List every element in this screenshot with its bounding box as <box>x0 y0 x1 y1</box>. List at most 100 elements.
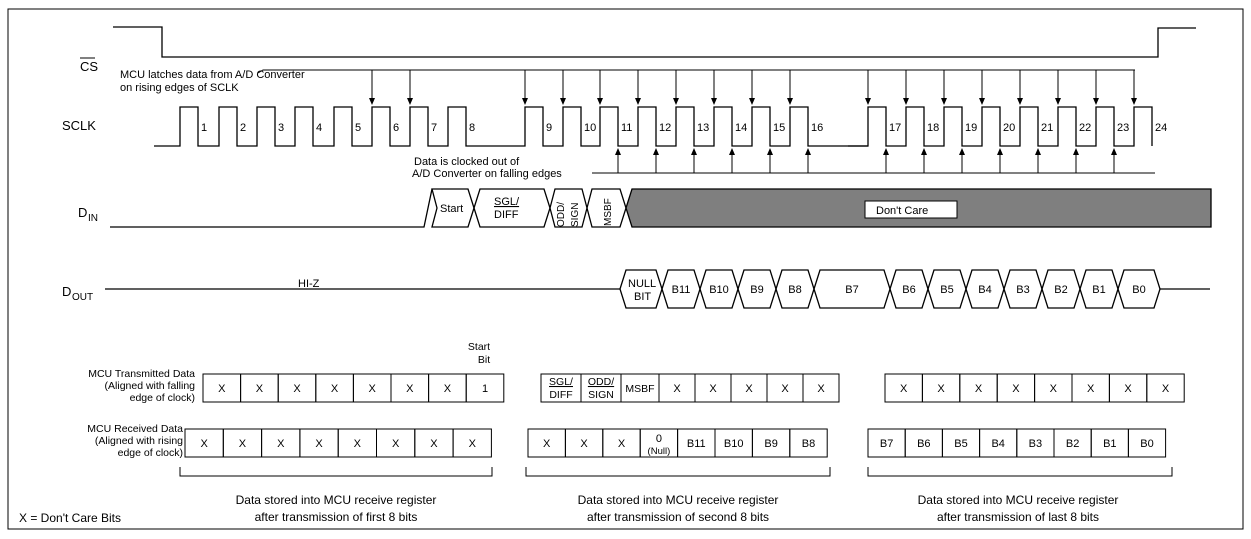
falling-arrow-head <box>691 148 697 155</box>
tx-byte3-cell-value: X <box>1050 383 1058 395</box>
clock-number: 14 <box>735 122 747 134</box>
rx-byte2-cell-value: B8 <box>802 438 815 450</box>
latch-arrow-head <box>711 98 717 105</box>
falling-arrow-head <box>921 148 927 155</box>
tx-byte3-cell-value: X <box>1124 383 1132 395</box>
cs-waveform <box>113 26 1196 58</box>
bracket-last-byte <box>867 467 1173 477</box>
rx-byte2-cell-value: B11 <box>687 438 706 450</box>
mcu-tx-label-2: (Aligned with falling <box>105 380 196 392</box>
rx-byte1-cell-value: X <box>354 438 362 450</box>
clock-number: 11 <box>621 122 632 134</box>
rx-byte3-cell-value: B2 <box>1066 438 1079 450</box>
falling-arrows <box>615 148 1117 173</box>
dout-bit-label: B3 <box>1016 284 1029 296</box>
falling-arrow-head <box>959 148 965 155</box>
dout-bit-label: B8 <box>788 284 801 296</box>
clock-number: 21 <box>1041 122 1053 134</box>
mcu-tx-label-1: MCU Transmitted Data <box>88 368 195 380</box>
tx-byte2-cell-value: X <box>673 383 681 395</box>
rx-byte1-cell-value: X <box>315 438 323 450</box>
tx-byte2-odd-top: ODD/ <box>588 376 614 388</box>
din-label: D <box>78 205 87 220</box>
latch-arrow-head <box>865 98 871 105</box>
falling-arrow-head <box>805 148 811 155</box>
clock-number: 13 <box>697 122 709 134</box>
dout-bit-label: B10 <box>709 284 729 296</box>
tx-byte1-cell-value: 1 <box>482 383 488 395</box>
tx-byte1-cell-value: X <box>293 383 301 395</box>
rx-byte2-cell-value: B9 <box>764 438 777 450</box>
clock-number: 8 <box>469 122 475 134</box>
clock-number: 22 <box>1079 122 1091 134</box>
latch-arrow-head <box>522 98 528 105</box>
rx-byte3-cell-value: B6 <box>917 438 930 450</box>
latch-arrow-head <box>903 98 909 105</box>
latch-arrow-head <box>597 98 603 105</box>
tx-byte1-cell-value: X <box>256 383 264 395</box>
latch-arrow-head <box>979 98 985 105</box>
start-bit-label-1: Start <box>468 341 490 353</box>
falling-arrow-head <box>767 148 773 155</box>
rx-byte2-cell <box>789 428 828 458</box>
clockout-annotation-line2: A/D Converter on falling edges <box>412 168 562 180</box>
dout-bit-label: B2 <box>1054 284 1067 296</box>
falling-arrow-head <box>1073 148 1079 155</box>
tx-byte1-cell-value: X <box>444 383 452 395</box>
tx-byte1-cell <box>465 373 505 403</box>
din-sgl-bottom: DIFF <box>494 209 519 221</box>
din-sign-label: SIGN <box>570 203 581 227</box>
dout-bit-label: B5 <box>940 284 953 296</box>
dout-bit-label: B1 <box>1092 284 1105 296</box>
bracket-first-byte <box>179 467 493 477</box>
dout-null-bottom: BIT <box>634 291 651 303</box>
tx-byte2-sgl-bottom: DIFF <box>549 389 572 401</box>
rx-byte1-cell-value: X <box>277 438 285 450</box>
group1-line1: Data stored into MCU receive register <box>236 493 437 507</box>
latch-annotation-line1: MCU latches data from A/D Converter <box>120 69 305 81</box>
falling-arrow-head <box>653 148 659 155</box>
rx-byte2-cell-value: X <box>618 438 626 450</box>
group2-line1: Data stored into MCU receive register <box>578 493 779 507</box>
rx-byte3-cell-value: B0 <box>1140 438 1153 450</box>
din-dont-care-box <box>864 200 958 219</box>
tx-byte3-cell-value: X <box>1087 383 1095 395</box>
group3-line2: after transmission of last 8 bits <box>937 510 1099 524</box>
latch-arrow-head <box>1017 98 1023 105</box>
tx-byte2-cell <box>802 373 840 403</box>
din-odd-label: ODD/ <box>556 202 567 227</box>
latch-arrow-head <box>369 98 375 105</box>
din-msbf-label: MSBF <box>603 198 614 226</box>
din-label-sub: IN <box>88 213 98 224</box>
dout-hiz-label: HI-Z <box>298 278 320 290</box>
clock-number: 18 <box>927 122 939 134</box>
rx-byte3-cell-value: B1 <box>1103 438 1116 450</box>
group1-line2: after transmission of first 8 bits <box>255 510 418 524</box>
latch-arrow-head <box>1093 98 1099 105</box>
din-idle-line <box>110 188 433 228</box>
falling-arrow-head <box>1035 148 1041 155</box>
tx-byte3-cell-value: X <box>1012 383 1020 395</box>
rx-byte2-cell-value: B10 <box>724 438 744 450</box>
clock-number: 10 <box>584 122 596 134</box>
clock-number: 5 <box>355 122 361 134</box>
din-start-bit <box>431 188 475 228</box>
rx-byte2-cell-value: X <box>543 438 551 450</box>
sclk-waveform <box>154 106 1153 147</box>
dout-bit-label: B0 <box>1132 284 1145 296</box>
latch-arrow-head <box>787 98 793 105</box>
clock-number: 3 <box>278 122 284 134</box>
latch-rail <box>257 69 1135 74</box>
clock-number: 4 <box>316 122 322 134</box>
tx-byte3-cell-value: X <box>937 383 945 395</box>
rx-byte1-cell-value: X <box>392 438 400 450</box>
clock-number: 7 <box>431 122 437 134</box>
latch-arrow-head <box>635 98 641 105</box>
tx-byte2-odd-bottom: SIGN <box>588 389 614 401</box>
latch-arrow-head <box>673 98 679 105</box>
tx-byte2-cell-value: X <box>745 383 753 395</box>
clock-number: 1 <box>201 122 207 134</box>
group3-line1: Data stored into MCU receive register <box>918 493 1119 507</box>
